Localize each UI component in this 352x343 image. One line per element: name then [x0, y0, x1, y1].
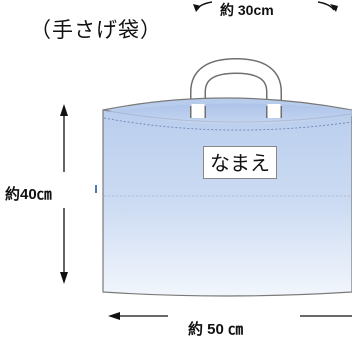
bag-handle-front: [190, 104, 282, 118]
width-arrow: [108, 312, 352, 320]
name-tag: なまえ: [203, 146, 277, 179]
bag-handle: [190, 57, 282, 120]
page-title: （手さげ袋）: [30, 18, 162, 42]
handle-width-bracket: [193, 1, 338, 12]
handle-width-label: 約 30cm: [220, 2, 274, 18]
width-label: 約 50 ㎝: [188, 321, 244, 338]
height-label: 約40㎝: [5, 186, 52, 203]
bag-body: [102, 97, 352, 297]
height-arrow: [60, 104, 68, 284]
